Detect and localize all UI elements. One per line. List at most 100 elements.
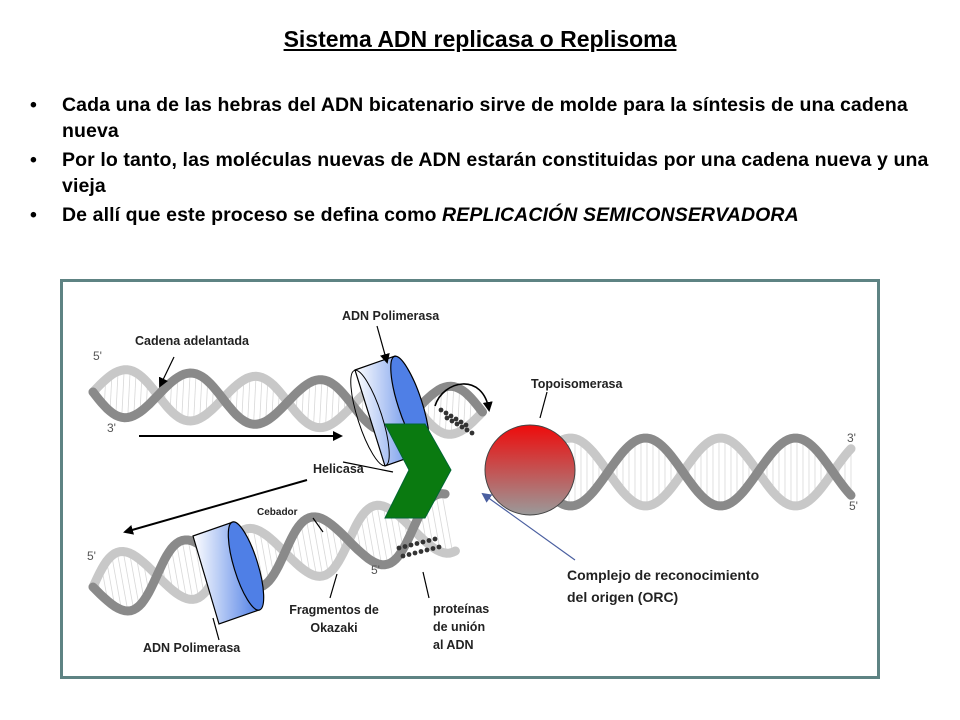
end-right-3: 3' (847, 431, 856, 445)
protein-dot (396, 545, 402, 551)
protein-dot (432, 536, 438, 542)
helix-base-pair (463, 392, 466, 430)
protein-dot (402, 544, 408, 549)
label-cadena-adelantada: Cadena adelantada (135, 334, 250, 348)
end-right-5: 5' (849, 499, 858, 513)
helix-base-pair (259, 377, 263, 424)
helix-base-pair (133, 372, 137, 416)
pointer-proteinas (422, 571, 430, 599)
helix-base-pair (253, 376, 257, 425)
protein-dot (458, 419, 464, 425)
replisome-diagram-frame: ADN Polimerasa Cadena adelantada Topoiso… (60, 279, 880, 679)
protein-dot (448, 413, 454, 419)
pointer-orc (481, 492, 576, 561)
helix-base-pair (193, 373, 197, 421)
label-fragmentos-line1: Fragmentos de (289, 603, 379, 617)
protein-dot (430, 546, 436, 551)
pointer-cebador (312, 517, 324, 533)
helix-base-pair (111, 555, 122, 610)
protein-dot (459, 424, 465, 430)
helix-base-pair (430, 498, 441, 552)
bullet-item-1: • Cada una de las hebras del ADN bicaten… (30, 92, 930, 144)
label-proteinas-line1: proteínas (433, 602, 489, 616)
helix-base-pair (121, 369, 125, 418)
protein-dot (414, 541, 420, 546)
helix-base-pair (382, 506, 394, 562)
helix-strand (88, 500, 460, 604)
helix-base-pair (259, 530, 270, 582)
label-cebador: Cebador (257, 507, 298, 518)
protein-dot (444, 415, 450, 421)
bullet-list: • Cada una de las hebras del ADN bicaten… (30, 92, 930, 231)
protein-dot (418, 549, 424, 554)
helix-base-pair (116, 552, 129, 612)
end-top-left-5: 5' (93, 349, 102, 363)
helix-base-pair (435, 494, 448, 554)
binding-protein-dots-bottom (396, 536, 442, 559)
end-top-left-3: 3' (107, 421, 116, 435)
protein-dot (436, 544, 442, 550)
helix-base-pair (135, 556, 145, 601)
bullet-text-3: De allí que este proceso se defina como (62, 204, 443, 226)
label-proteinas-line3: al ADN (433, 638, 474, 652)
bullet-dot: • (30, 94, 37, 116)
label-helicasa: Helicasa (313, 462, 365, 476)
protein-dot (426, 538, 432, 543)
bullet-text-3-emphasis: REPLICACIÓN SEMICONSERVADORA (442, 204, 799, 226)
protein-dot (424, 547, 430, 553)
page-title: Sistema ADN replicasa o Replisoma (283, 26, 677, 52)
helicase-icon (384, 423, 452, 519)
label-topoisomerasa: Topoisomerasa (531, 377, 624, 391)
protein-dot (464, 427, 470, 433)
helix-base-pair (360, 517, 369, 559)
bullet-text-2: Por lo tanto, las moléculas nuevas de AD… (62, 149, 929, 197)
pointer-helicasa (342, 461, 394, 473)
bullet-dot: • (30, 149, 37, 171)
helix-base-pair (313, 380, 317, 427)
replisome-diagram: ADN Polimerasa Cadena adelantada Topoiso… (87, 309, 858, 655)
helix-base-pair (319, 379, 323, 428)
helix-base-pair (450, 386, 455, 435)
bullet-dot: • (30, 204, 37, 226)
helix-base-pair (365, 511, 376, 563)
protein-dot (453, 416, 459, 422)
binding-protein-dots-top (438, 407, 475, 436)
pointer-fragmentos (329, 573, 338, 599)
protein-dot (443, 410, 449, 416)
helix-base-pair (194, 541, 205, 594)
helix-base-pair (300, 523, 311, 574)
protein-dot (408, 542, 414, 548)
helix-base-pair (324, 519, 334, 569)
helix-base-pair (176, 543, 187, 599)
helix-base-pair (187, 539, 199, 598)
protein-dot (400, 553, 406, 559)
helix-base-pair (115, 371, 119, 416)
label-proteinas-line2: de unión (433, 620, 485, 634)
end-bottom-mid-5: 5' (371, 563, 380, 577)
pointer-topoisomerasa (539, 391, 548, 419)
bullet-text-1: Cada una de las hebras del ADN bicatenar… (62, 94, 908, 142)
helix-base-pair (252, 528, 264, 586)
helix-base-pair (376, 505, 389, 565)
protein-dot (438, 407, 444, 413)
protein-dot (449, 418, 455, 424)
pointer-polimerasa-bottom (212, 617, 220, 641)
helix-base-pair (181, 374, 185, 420)
label-orc-line1: Complejo de reconocimiento (567, 567, 759, 583)
helix-base-pair (444, 386, 449, 434)
helix-base-pair (187, 372, 191, 421)
helix-base-pair (441, 493, 453, 553)
helix-base-pair (129, 553, 140, 607)
protein-dot (463, 422, 469, 428)
helix-base-pair (106, 561, 116, 607)
helix-base-pair (247, 377, 251, 423)
helix-base-pair (265, 380, 269, 422)
helix-base-pair (122, 551, 135, 610)
orc-complex-icon (484, 424, 576, 516)
helix-base-pair (370, 506, 383, 565)
helix-base-pair (305, 518, 318, 577)
pointer-cadena-adelantada (158, 356, 175, 388)
bullet-item-3: • De allí que este proceso se defina com… (30, 202, 930, 228)
helix-strand (88, 489, 450, 616)
helix-base-pair (171, 548, 181, 596)
